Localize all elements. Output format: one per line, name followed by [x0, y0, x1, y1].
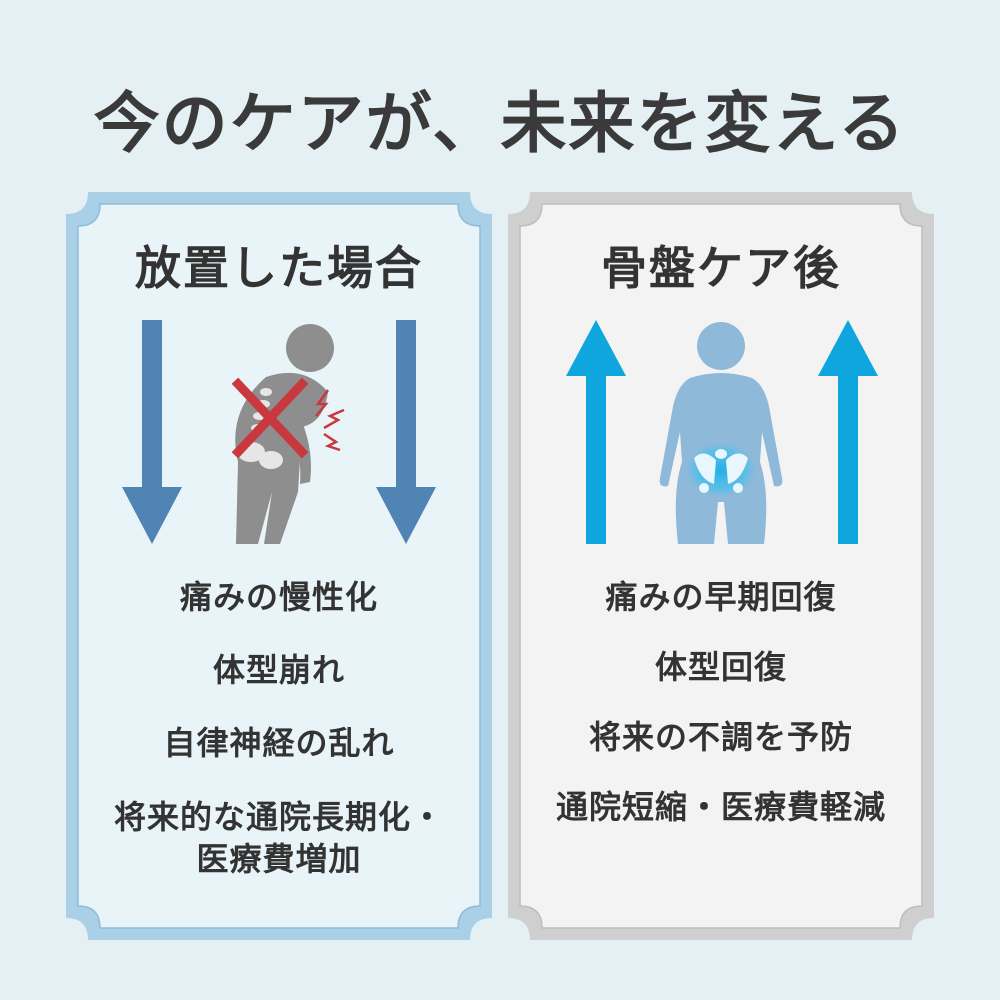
list-item: 将来的な通院長期化・: [113, 798, 444, 836]
neglect-illustration: [122, 320, 436, 544]
hunched-person-back-pain-icon: [231, 324, 345, 544]
after-care-list: 痛みの早期回復 体型回復 将来の不調を予防 通院短縮・医療費軽減: [508, 577, 934, 857]
panel-frame: [508, 192, 934, 940]
after-care-illustration: [566, 320, 878, 544]
up-arrow-icon: [818, 320, 878, 544]
list-item: 体型回復: [654, 648, 787, 686]
down-arrow-icon: [122, 320, 182, 544]
standing-person-pelvis-icon: [659, 322, 783, 544]
list-item: 自律神経の乱れ: [163, 724, 395, 762]
panel-frame: [66, 192, 492, 940]
down-arrow-icon: [376, 320, 436, 544]
neglect-panel: 放置した場合: [66, 192, 492, 940]
neglect-list: 痛みの慢性化 体型崩れ 自律神経の乱れ 将来的な通院長期化・ 医療費増加: [66, 577, 492, 913]
panel-heading: 骨盤ケア後: [601, 241, 841, 295]
page-title: 今のケアが、未来を変える: [93, 84, 907, 162]
after-care-panel: 骨盤ケア後: [508, 192, 934, 940]
list-item: 将来の不調を予防: [588, 718, 853, 756]
panel-heading: 放置した場合: [135, 241, 423, 295]
list-item: 体型崩れ: [212, 651, 345, 689]
list-item: 痛みの慢性化: [179, 578, 378, 616]
up-arrow-icon: [566, 320, 626, 544]
list-item: 痛みの早期回復: [605, 578, 837, 616]
list-item: 医療費増加: [196, 840, 362, 878]
list-item: 通院短縮・医療費軽減: [555, 788, 886, 826]
